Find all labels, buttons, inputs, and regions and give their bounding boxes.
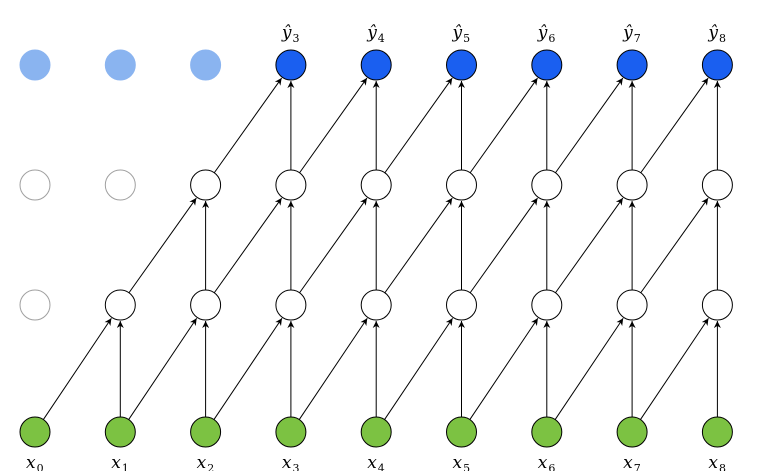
node-output-6 [531,49,563,81]
node-input-8 [701,416,733,448]
nodes [19,49,733,448]
edge-arrow [299,77,368,174]
edge-arrow [384,77,453,174]
node-output-2 [190,49,222,81]
node-label-input-7: x7 [623,453,641,471]
edge-arrow [554,318,624,420]
node-hidden-2-3 [275,169,307,201]
node-label-input-0: x0 [26,453,44,471]
node-output-8 [701,49,733,81]
edge-arrow [469,197,538,294]
node-output-5 [446,49,477,81]
node-input-5 [446,416,477,448]
node-label-output-8: ŷ8 [707,23,726,45]
node-label-input-8: x8 [708,453,726,471]
node-input-7 [616,416,648,448]
node-hidden-2-6 [531,169,563,201]
node-label-output-6: ŷ6 [537,23,556,45]
node-input-6 [531,416,563,448]
edge-arrow [555,77,624,174]
edge-arrow [640,197,709,294]
node-label-input-4: x4 [367,453,385,471]
edge-arrow [555,197,624,294]
node-input-4 [360,416,392,448]
edge-arrow [384,318,453,420]
node-hidden-2-1 [104,169,136,201]
node-input-0 [19,416,51,448]
edge-arrow [298,318,368,420]
node-hidden-1-1 [104,289,136,321]
node-input-3 [275,416,307,448]
node-hidden-1-5 [446,289,477,321]
node-output-3 [275,49,307,81]
edge-arrow [469,77,538,174]
edge-arrow [213,197,283,294]
node-label-input-3: x3 [282,453,300,471]
node-input-1 [104,416,136,448]
edge-arrow [128,318,198,420]
node-label-output-5: ŷ5 [452,23,471,45]
node-label-input-5: x5 [453,453,471,471]
edge-arrow [384,197,453,294]
node-label-input-1: x1 [111,453,129,471]
node-label-output-7: ŷ7 [622,23,641,45]
node-output-7 [616,49,648,81]
node-hidden-1-8 [701,289,733,321]
node-output-1 [104,49,136,81]
edges [42,77,721,420]
node-hidden-1-7 [616,289,648,321]
node-hidden-2-4 [360,169,392,201]
node-hidden-2-2 [190,169,222,201]
edge-arrow [213,77,283,174]
node-label-output-4: ŷ4 [366,23,385,45]
labels: ŷ3 ŷ4 ŷ5 ŷ6 ŷ7 ŷ8 x0 x1 x2 x3 x4 x5 x6 x7 x8 [26,23,726,471]
node-hidden-1-3 [275,289,307,321]
node-hidden-1-4 [360,289,392,321]
node-hidden-2-8 [701,169,733,201]
edge-arrow [213,318,283,420]
edge-arrow [640,77,709,174]
edge-arrow [42,318,112,420]
node-hidden-2-5 [446,169,477,201]
node-hidden-2-7 [616,169,648,201]
node-hidden-1-6 [531,289,563,321]
node-output-0 [19,49,51,81]
node-label-input-6: x6 [538,453,556,471]
edge-arrow [299,197,368,294]
edge-arrow [128,197,197,294]
edge-arrow [469,318,539,420]
node-output-4 [360,49,392,81]
node-hidden-2-0 [19,169,51,201]
edge-arrow [640,318,709,420]
node-hidden-1-0 [19,289,51,321]
node-input-2 [190,416,222,448]
node-hidden-1-2 [190,289,222,321]
node-label-output-3: ŷ3 [281,23,300,45]
node-label-input-2: x2 [197,453,215,471]
